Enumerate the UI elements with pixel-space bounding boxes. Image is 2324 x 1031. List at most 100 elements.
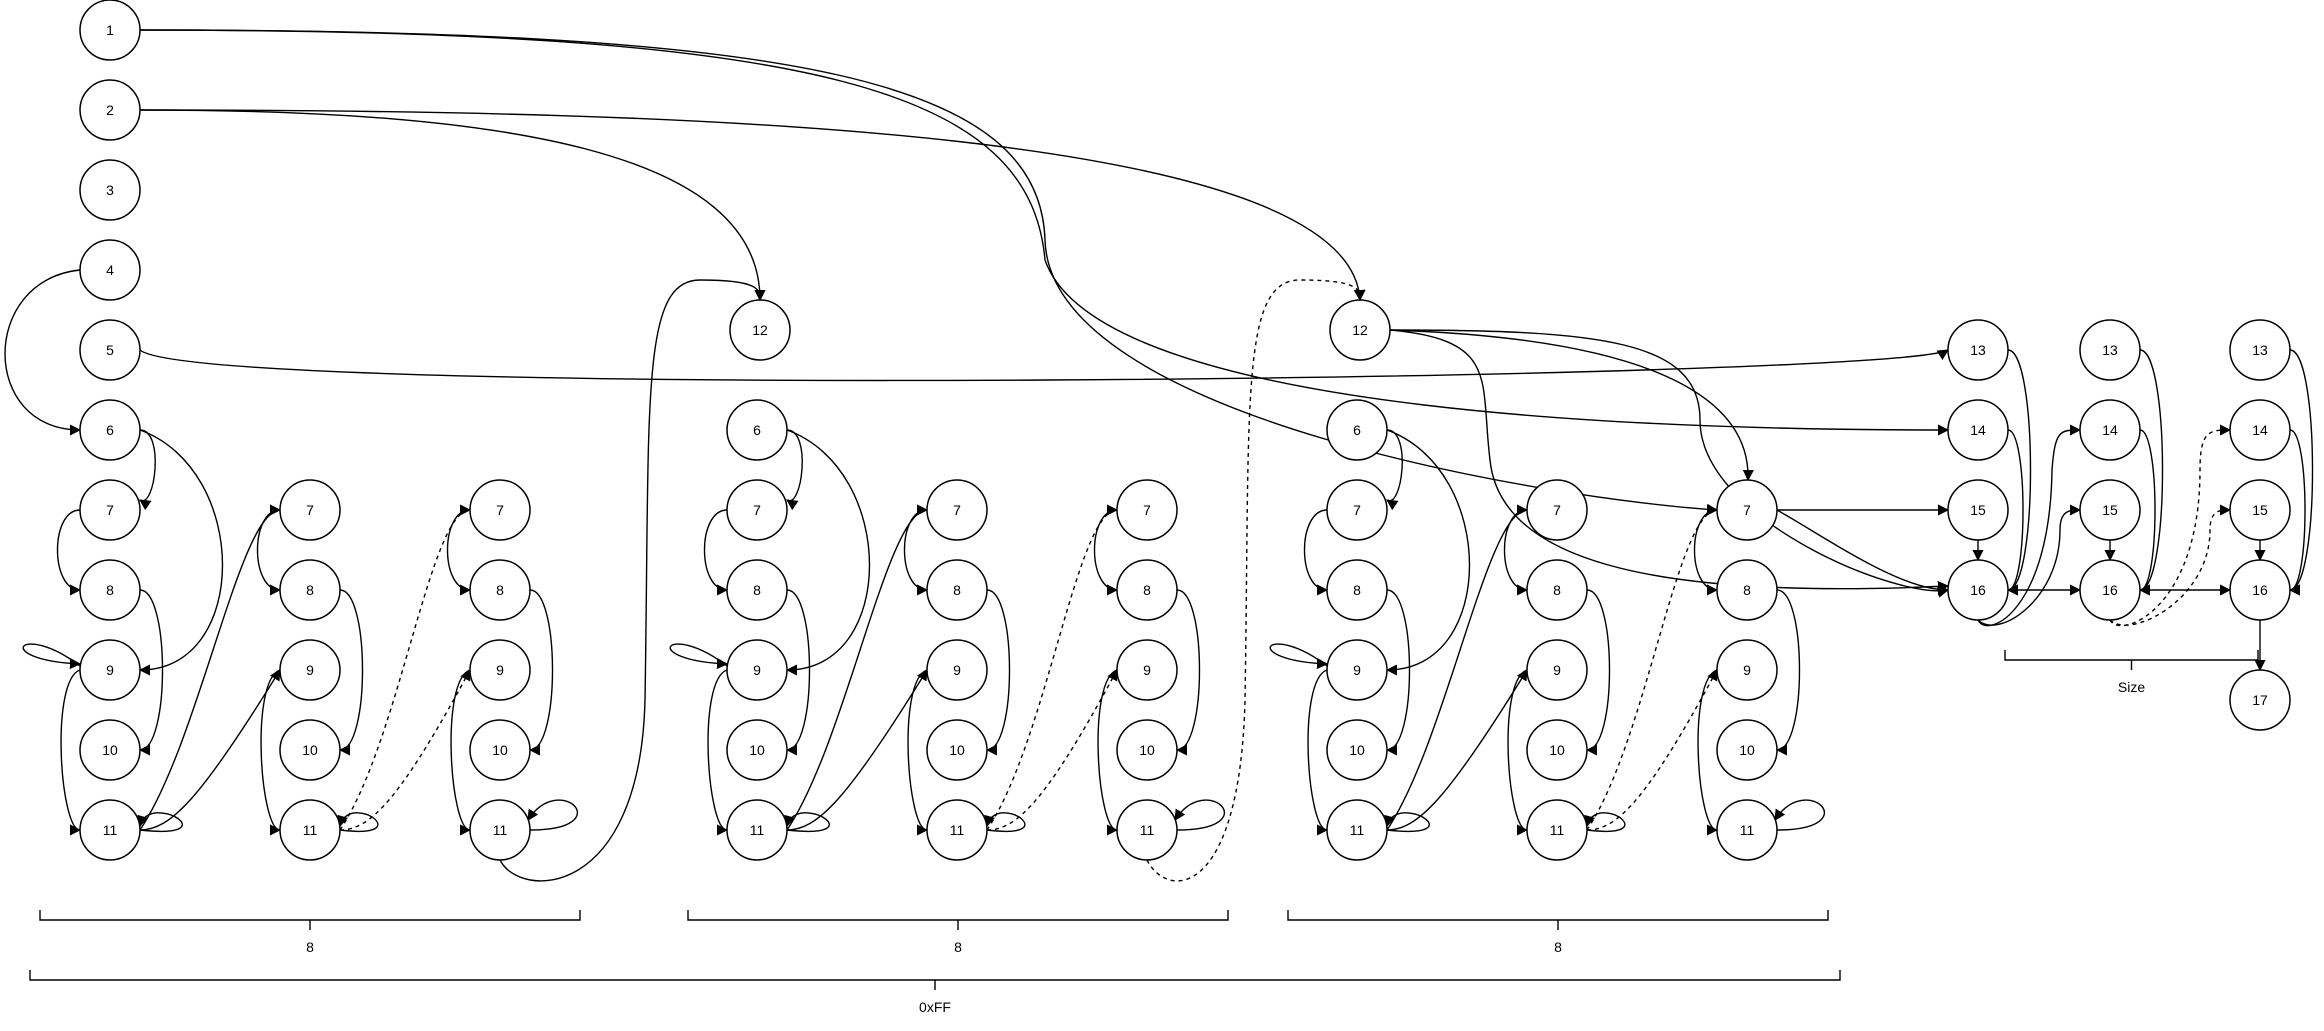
node-r2_13: 13	[2079, 319, 2141, 381]
node-circle	[1116, 799, 1178, 861]
node-g3_6: 6	[1326, 399, 1388, 461]
node-label: 16	[1970, 582, 1986, 598]
node-g2c_7: 7	[1116, 479, 1178, 541]
node-circle	[1116, 639, 1178, 701]
edge-g3-11-loop	[1384, 812, 1430, 832]
node-circle	[1329, 299, 1391, 361]
node-g1c_10: 10	[469, 719, 531, 781]
node-r3_14: 14	[2229, 399, 2291, 461]
node-g3_8: 8	[1326, 559, 1388, 621]
node-g1c_8: 8	[469, 559, 531, 621]
node-g3_7: 7	[1326, 479, 1388, 541]
node-g1_10: 10	[79, 719, 141, 781]
node-circle	[1947, 479, 2009, 541]
edge-g2-6-to-7	[786, 429, 803, 511]
node-label: 7	[306, 502, 314, 518]
edge-g2-b7-to-b8	[903, 509, 929, 596]
edge-g2-b11-loop	[984, 812, 1026, 832]
edge-g3-b8-to-b10	[1585, 589, 1611, 756]
edge-g3-9-loop	[1269, 643, 1329, 670]
edge-g1-7-to-8	[56, 509, 82, 596]
brace-size: Size	[2004, 650, 2259, 695]
node-label: 8	[953, 582, 961, 598]
node-r3_13: 13	[2229, 319, 2291, 381]
node-a1: 1	[79, 0, 141, 61]
edge-g2-c8-to-c10	[1175, 589, 1201, 756]
node-circle	[1716, 559, 1778, 621]
node-n17: 17	[2229, 669, 2291, 731]
brace-group-3: 8	[1287, 910, 1829, 955]
edge-g2-c11-loop	[1174, 799, 1226, 831]
node-label: 7	[106, 502, 114, 518]
edge-12b-to-7	[1389, 329, 1754, 482]
edge-g3-b9-to-b11	[1507, 669, 1529, 836]
edge-g3-9-to-11	[1307, 669, 1329, 836]
node-circle	[2229, 399, 2291, 461]
edge-g3-6-to-9	[1385, 429, 1471, 676]
edge-g3-6-to-7	[1386, 429, 1403, 511]
node-label: 11	[493, 822, 508, 838]
node-circle	[79, 79, 141, 141]
node-g2b_7: 7	[926, 479, 988, 541]
node-label: 10	[1739, 742, 1755, 758]
node-circle	[1326, 639, 1388, 701]
node-label: 14	[2252, 422, 2268, 438]
node-label: 11	[950, 822, 965, 838]
node-circle	[469, 559, 531, 621]
node-label: 15	[2102, 502, 2118, 518]
node-circle	[469, 799, 531, 861]
node-g1b_11: 11	[279, 799, 341, 861]
edge-2-to-12b	[139, 109, 1365, 302]
brace-label: 8	[954, 939, 962, 955]
node-label: 13	[2102, 342, 2118, 358]
node-circle	[2079, 479, 2141, 541]
node-g2b_11: 11	[926, 799, 988, 861]
brace-line	[2004, 650, 2259, 670]
node-label: 11	[103, 822, 118, 838]
node-circle	[1526, 799, 1588, 861]
node-g2c_11: 11	[1116, 799, 1178, 861]
node-c12b: 12	[1329, 299, 1391, 361]
node-g2_7: 7	[726, 479, 788, 541]
node-g2c_10: 10	[1116, 719, 1178, 781]
edge-g3-7-to-8	[1303, 509, 1329, 596]
node-label: 15	[1970, 502, 1986, 518]
node-g3c_11: 11	[1716, 799, 1778, 861]
node-label: 6	[106, 422, 114, 438]
node-g2_6: 6	[726, 399, 788, 461]
node-circle	[1947, 559, 2009, 621]
node-label: 9	[753, 662, 761, 678]
node-circle	[726, 799, 788, 861]
node-circle	[1526, 719, 1588, 781]
edge-g1-11-loop	[137, 812, 183, 832]
edge-7-to-16	[1776, 509, 1950, 596]
node-circle	[926, 719, 988, 781]
edge-g1-9-to-11	[60, 669, 82, 836]
node-label: 8	[106, 582, 114, 598]
node-label: 9	[1353, 662, 1361, 678]
node-label: 7	[1143, 502, 1151, 518]
node-circle	[1716, 479, 1778, 541]
node-r2_16: 16	[2079, 559, 2141, 621]
node-label: 8	[306, 582, 314, 598]
node-g1b_7: 7	[279, 479, 341, 541]
node-label: 16	[2252, 582, 2268, 598]
node-c12a: 12	[729, 299, 791, 361]
edge-g3-b11-to-c7	[1586, 504, 1719, 831]
node-g1_7: 7	[79, 479, 141, 541]
node-label: 8	[496, 582, 504, 598]
brace-total: 0xFF	[29, 970, 1841, 1015]
edge-g2-8-to-10	[785, 589, 811, 756]
node-g2_9: 9	[726, 639, 788, 701]
node-g2_11: 11	[726, 799, 788, 861]
node-g1c_9: 9	[469, 639, 531, 701]
edge-12b-to-16	[1389, 329, 1950, 598]
node-a2: 2	[79, 79, 141, 141]
node-circle	[1116, 479, 1178, 541]
node-circle	[469, 639, 531, 701]
node-label: 8	[1143, 582, 1151, 598]
edge-r1-13-to-16	[2006, 349, 2032, 596]
node-circle	[2079, 319, 2141, 381]
edge-g2-b11-to-c7	[986, 504, 1119, 831]
node-g2_8: 8	[726, 559, 788, 621]
